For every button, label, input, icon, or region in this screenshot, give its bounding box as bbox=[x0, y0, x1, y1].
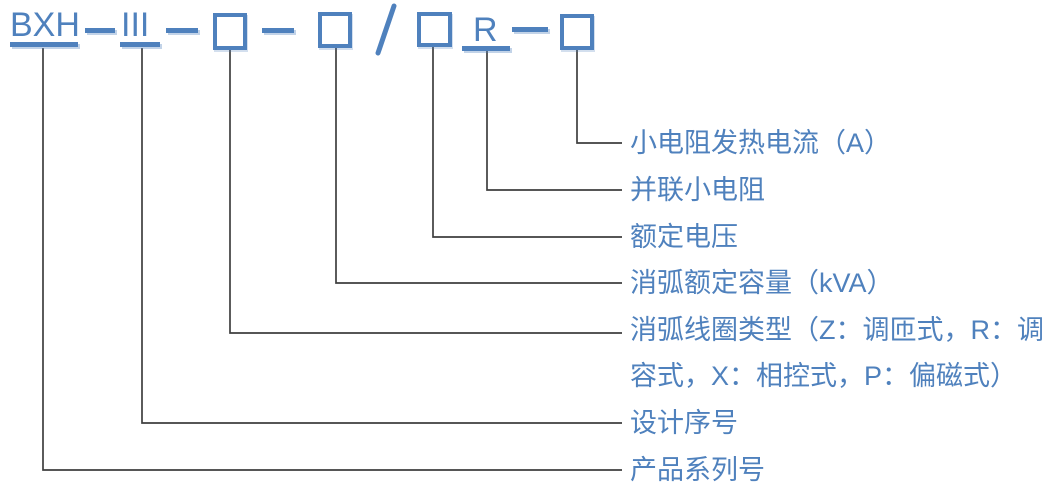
separator-dash bbox=[512, 27, 548, 32]
design-no-underline bbox=[120, 42, 160, 47]
label-resistor-heating-current: 小电阻发热电流（A） bbox=[630, 128, 892, 158]
placeholder-box-rated-capacity bbox=[318, 12, 352, 48]
series-code: BXH bbox=[10, 6, 80, 44]
label-rated-capacity: 消弧额定容量（kVA） bbox=[630, 268, 894, 298]
resistor-letter-underline bbox=[462, 46, 510, 51]
label-design-serial-no: 设计序号 bbox=[630, 408, 738, 438]
connector-product-series bbox=[42, 48, 622, 471]
connector-coil-type bbox=[229, 50, 622, 334]
series-underline bbox=[10, 42, 78, 47]
slash-separator bbox=[375, 3, 397, 56]
separator-dash bbox=[85, 28, 115, 33]
separator-dash bbox=[262, 28, 294, 33]
label-parallel-resistor: 并联小电阻 bbox=[630, 175, 765, 205]
placeholder-box-coil-type bbox=[213, 13, 247, 50]
separator-dash bbox=[166, 28, 198, 33]
placeholder-box-rated-voltage bbox=[417, 12, 452, 47]
connector-rated-voltage bbox=[432, 47, 622, 238]
design-no-code: III bbox=[121, 6, 150, 44]
label-rated-voltage: 额定电压 bbox=[630, 222, 738, 252]
label-product-series-no: 产品系列号 bbox=[630, 455, 765, 485]
placeholder-box-resistor-current bbox=[560, 14, 594, 50]
connector-rated-capacity bbox=[335, 48, 622, 284]
connector-design-no bbox=[141, 48, 622, 424]
connector-parallel-resistor bbox=[486, 51, 622, 191]
label-coil-type-line1: 消弧线圈类型（Z：调匝式，R：调 bbox=[630, 315, 1044, 345]
parallel-resistor-letter: R bbox=[473, 11, 498, 49]
connector-resistor-current bbox=[576, 50, 622, 144]
label-coil-type-line2: 容式，X：相控式，P：偏磁式） bbox=[630, 361, 1018, 391]
